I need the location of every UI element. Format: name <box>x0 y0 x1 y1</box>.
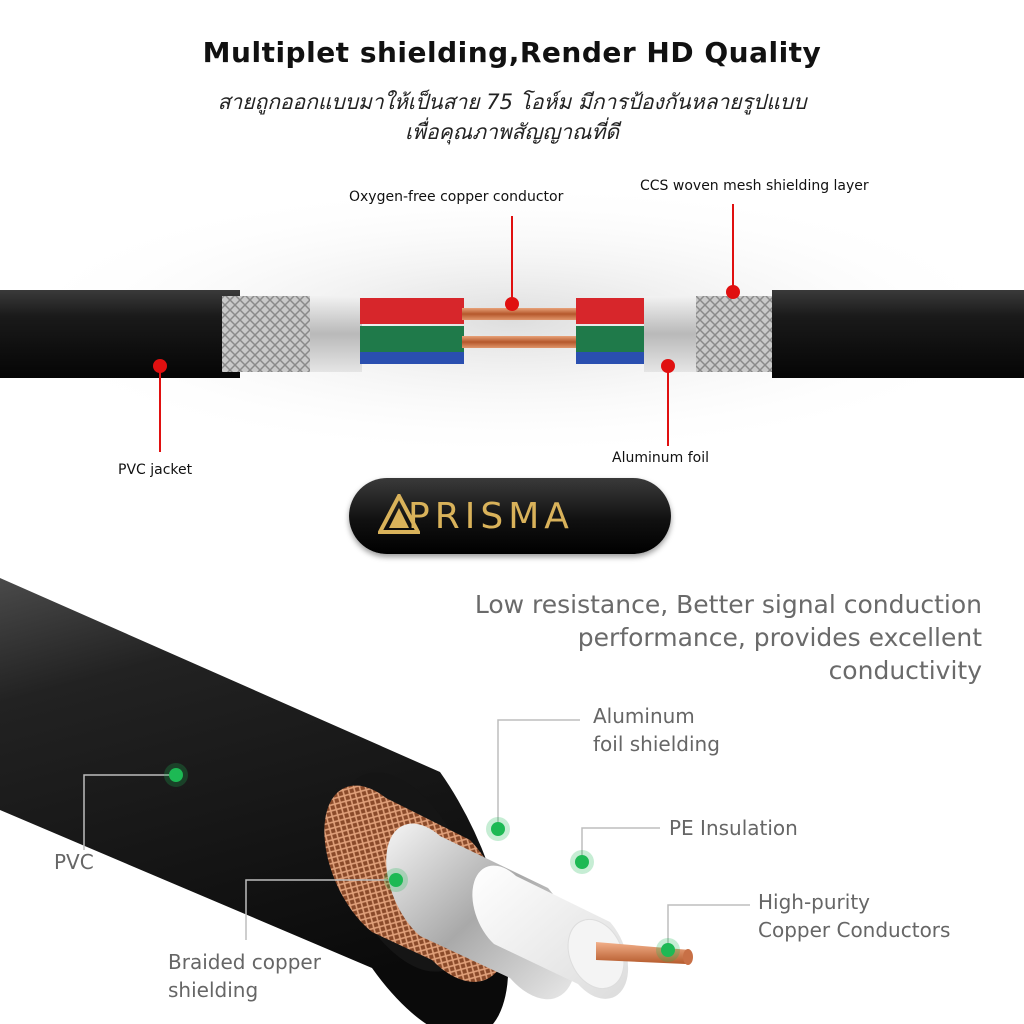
ccs-marker-dot <box>726 285 740 299</box>
label-pvc-jacket: PVC jacket <box>118 462 193 478</box>
label-ccs-mesh: CCS woven mesh shielding layer <box>640 178 869 194</box>
copper-center-conductor <box>596 942 690 964</box>
pvc-marker-dot <box>164 763 188 787</box>
coax-cable-diagram <box>0 578 750 1024</box>
label-pvc: PVC <box>54 850 94 874</box>
label-aluminum-foil: Aluminum foil <box>612 450 709 466</box>
feature-text: Low resistance, Better signal conduction… <box>475 588 982 687</box>
feature-line-1: Low resistance, Better signal conduction <box>474 590 982 619</box>
label-pe-insulation: PE Insulation <box>669 816 798 840</box>
copper-marker-dot <box>505 297 519 311</box>
thai-description-line-1: สายถูกออกแบบมาให้เป็นสาย 75 โอห์ม มีการป… <box>217 90 807 114</box>
pvc-jacket-left <box>0 290 240 378</box>
braid-marker-dot <box>384 868 408 892</box>
pe-insulation-marker-dot <box>570 850 594 874</box>
feature-line-3: conductivity <box>828 656 982 685</box>
pvc-jacket-right <box>772 290 1024 378</box>
label-foil-line-1: Aluminum <box>593 704 695 728</box>
top-cable-diagram <box>0 180 1024 460</box>
label-braided-copper: Braided copper shielding <box>168 948 321 1004</box>
aluminum-foil-left <box>310 296 362 372</box>
mesh-shield-left <box>222 296 322 372</box>
label-braid-line-1: Braided copper <box>168 950 321 974</box>
pvc-marker-dot <box>153 359 167 373</box>
mesh-shield-right <box>696 296 786 372</box>
label-conductor-line-2: Copper Conductors <box>758 918 951 942</box>
label-conductor-line-1: High-purity <box>758 890 871 914</box>
label-aluminum-foil-shielding: Aluminum foil shielding <box>593 702 720 758</box>
brand-logo-text: PRISMA <box>408 496 574 537</box>
feature-line-2: performance, provides excellent <box>577 623 982 652</box>
prisma-logo-icon <box>378 494 420 534</box>
foil-marker-dot <box>661 359 675 373</box>
conductor-marker-dot <box>656 938 680 962</box>
foil-shield-marker-dot <box>486 817 510 841</box>
copper-conductor <box>462 308 580 320</box>
label-copper-conductor: Oxygen-free copper conductor <box>349 189 564 205</box>
page-title: Multiplet shielding,Render HD Quality <box>202 36 822 69</box>
aluminum-foil-right <box>644 296 700 372</box>
label-copper-conductors: High-purity Copper Conductors <box>758 888 950 944</box>
thai-description-line-2: เพื่อคุณภาพสัญญาณที่ดี <box>405 120 619 144</box>
label-foil-line-2: foil shielding <box>593 732 720 756</box>
label-braid-line-2: shielding <box>168 978 259 1002</box>
